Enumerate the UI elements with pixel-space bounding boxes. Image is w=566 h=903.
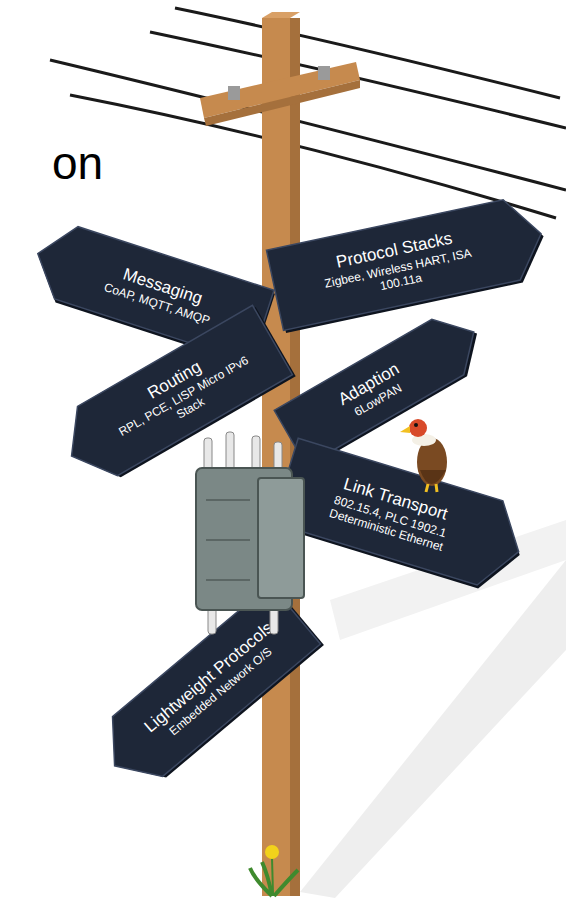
bird-leg [426,484,428,492]
board-face [90,584,321,795]
access-point-box [196,468,292,610]
bird-wing [420,470,446,484]
pole-front [262,18,290,896]
antenna [226,432,234,470]
sign-heading: Lightweight Protocols [140,618,276,736]
box-rib [206,539,250,541]
board-text-area: Link Transport802.15.4, PLC 1902.1 Deter… [272,438,531,593]
dandelion-stem [272,858,273,894]
insulator [318,66,330,80]
bird-ruff [412,434,436,446]
access-point-door [258,478,304,598]
dandelion-leaves [250,862,298,896]
bird-beak [400,426,410,433]
dandelion-flower [265,845,279,859]
box-rib [206,499,250,501]
bird-eye [414,423,418,427]
power-wire [175,8,560,98]
crossbar-side [204,80,360,126]
box-rib [206,579,250,581]
board-face [266,194,549,331]
antenna [252,436,260,470]
bird-body [417,438,447,486]
antenna [270,608,278,634]
title-fragment: on [52,138,103,188]
antenna [274,442,282,470]
power-wire [150,32,566,128]
antenna [204,438,212,470]
bird-leg [436,484,437,492]
bird-head [409,419,427,437]
board-face [52,305,293,490]
signpost-board: Protocol StacksZigbee, Wireless HART, IS… [266,194,549,331]
board-text-area: Lightweight ProtocolsEmbedded Network O/… [90,584,321,795]
power-wire [70,95,556,218]
insulator [228,86,240,100]
pole-top [262,12,300,18]
signpost-board: Lightweight ProtocolsEmbedded Network O/… [90,584,321,795]
antenna [208,608,216,634]
board-text-area: Protocol StacksZigbee, Wireless HART, IS… [266,194,549,331]
signpost-board: Link Transport802.15.4, PLC 1902.1 Deter… [272,438,531,593]
board-face [272,438,531,593]
power-wire [50,60,566,190]
